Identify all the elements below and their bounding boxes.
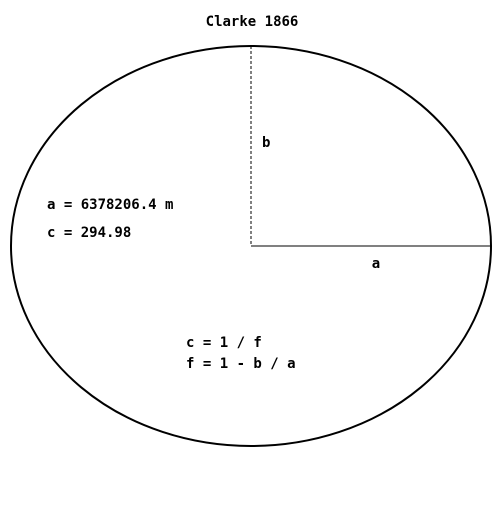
semi-major-axis-label: a	[372, 256, 380, 272]
f-definition-formula: f = 1 - b / a	[186, 356, 296, 372]
semi-minor-axis-label: b	[262, 135, 270, 151]
a-value-text: a = 6378206.4 m	[47, 197, 173, 213]
diagram-title: Clarke 1866	[206, 14, 299, 30]
c-definition-formula: c = 1 / f	[186, 335, 262, 351]
c-value-text: c = 294.98	[47, 225, 131, 241]
